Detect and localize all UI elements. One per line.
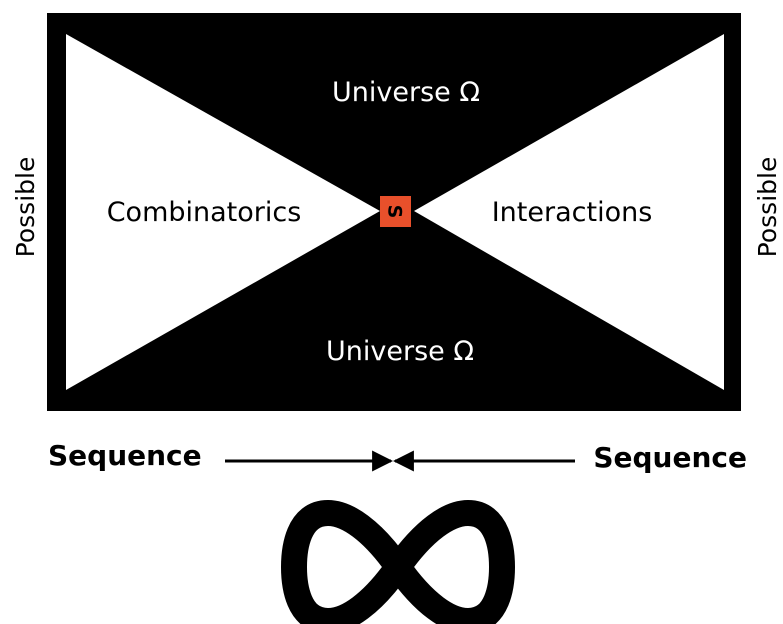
combinatorics-label: Combinatorics [107, 197, 302, 228]
interactions-label: Interactions [492, 197, 653, 228]
combinatorics-triangle [66, 34, 380, 390]
universe-bottom-label: Universe Ω [326, 336, 474, 367]
possible-left-label: Possible [11, 157, 40, 258]
possible-right-label: Possible [753, 157, 782, 258]
interactions-triangle [414, 34, 724, 390]
infinity-icon [281, 500, 515, 624]
center-s-symbol: S [384, 205, 406, 219]
universe-top-label: Universe Ω [332, 77, 480, 108]
sequence-right-label: Sequence [593, 441, 747, 474]
sequence-left-label: Sequence [48, 439, 202, 472]
center-s-box [380, 196, 411, 227]
